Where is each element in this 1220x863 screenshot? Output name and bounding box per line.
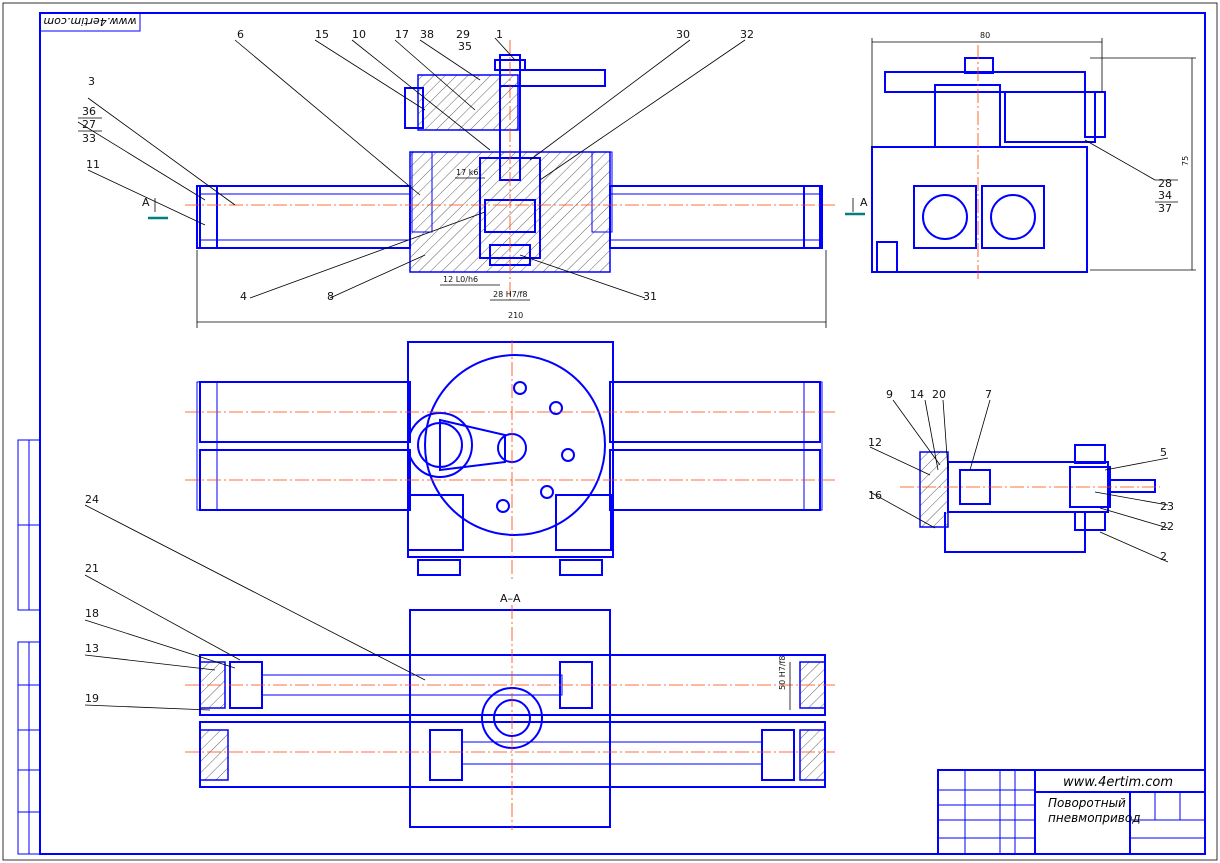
cylinder-detail-view <box>869 399 1169 563</box>
part-29: 29 <box>456 28 470 41</box>
front-section-view <box>148 40 865 300</box>
part-15: 15 <box>315 28 329 41</box>
part-35: 35 <box>458 40 472 53</box>
watermark-box <box>39 12 141 32</box>
dim-fit-bore: 28 H7/f8 <box>493 290 527 299</box>
part-19: 19 <box>85 692 99 705</box>
part-21: 21 <box>85 562 99 575</box>
part-14: 14 <box>910 388 924 401</box>
title-block-site: www.4ertim.com <box>1063 775 1173 790</box>
leader-lines-top <box>77 37 746 299</box>
dim-overall-length: 210 <box>508 311 523 320</box>
dim-fit-small: 17 k6 <box>456 168 478 177</box>
dim-side-width: 80 <box>980 31 990 40</box>
part-11: 11 <box>86 158 100 171</box>
cut-letter-right: А <box>860 196 868 209</box>
side-view <box>871 38 1196 280</box>
part-20: 20 <box>932 388 946 401</box>
part-17: 17 <box>395 28 409 41</box>
section-label: А–А <box>500 592 521 605</box>
dim-side-height: 75 <box>1181 156 1190 166</box>
part-7: 7 <box>985 388 992 401</box>
part-31: 31 <box>643 290 657 303</box>
title-block <box>937 769 1206 855</box>
part-32: 32 <box>740 28 754 41</box>
part-28: 28 <box>1158 177 1172 190</box>
part-5: 5 <box>1160 446 1167 459</box>
part-3: 3 <box>88 75 95 88</box>
part-6: 6 <box>237 28 244 41</box>
part-12: 12 <box>868 436 882 449</box>
title-block-name-line1: Поворотный <box>1048 796 1126 810</box>
dim-section-fit: 50 H7/f8 <box>778 656 787 690</box>
part-27: 27 <box>82 118 96 131</box>
part-16: 16 <box>868 489 882 502</box>
part-9: 9 <box>886 388 893 401</box>
part-4: 4 <box>240 290 247 303</box>
part-36: 36 <box>82 105 96 118</box>
cut-letter-left: А <box>142 196 150 209</box>
dimension-lines-top <box>196 177 827 328</box>
part-33: 33 <box>82 132 96 145</box>
part-34: 34 <box>1158 189 1172 202</box>
left-stamp-columns <box>17 439 41 855</box>
part-1: 1 <box>496 28 503 41</box>
watermark-text: www.4ertim.com <box>43 15 136 28</box>
part-23: 23 <box>1160 500 1174 513</box>
plan-view <box>185 340 835 580</box>
part-22: 22 <box>1160 520 1174 533</box>
part-24: 24 <box>85 493 99 506</box>
inner-frame <box>39 12 1206 855</box>
part-30: 30 <box>676 28 690 41</box>
part-38: 38 <box>420 28 434 41</box>
dim-fit-key: 12 L0/h6 <box>443 275 478 284</box>
part-10: 10 <box>352 28 366 41</box>
title-block-name-line2: пневмопривод <box>1048 811 1141 825</box>
part-13: 13 <box>85 642 99 655</box>
section-aa-view <box>84 504 835 830</box>
part-8: 8 <box>327 290 334 303</box>
part-18: 18 <box>85 607 99 620</box>
part-2: 2 <box>1160 550 1167 563</box>
part-37: 37 <box>1158 202 1172 215</box>
